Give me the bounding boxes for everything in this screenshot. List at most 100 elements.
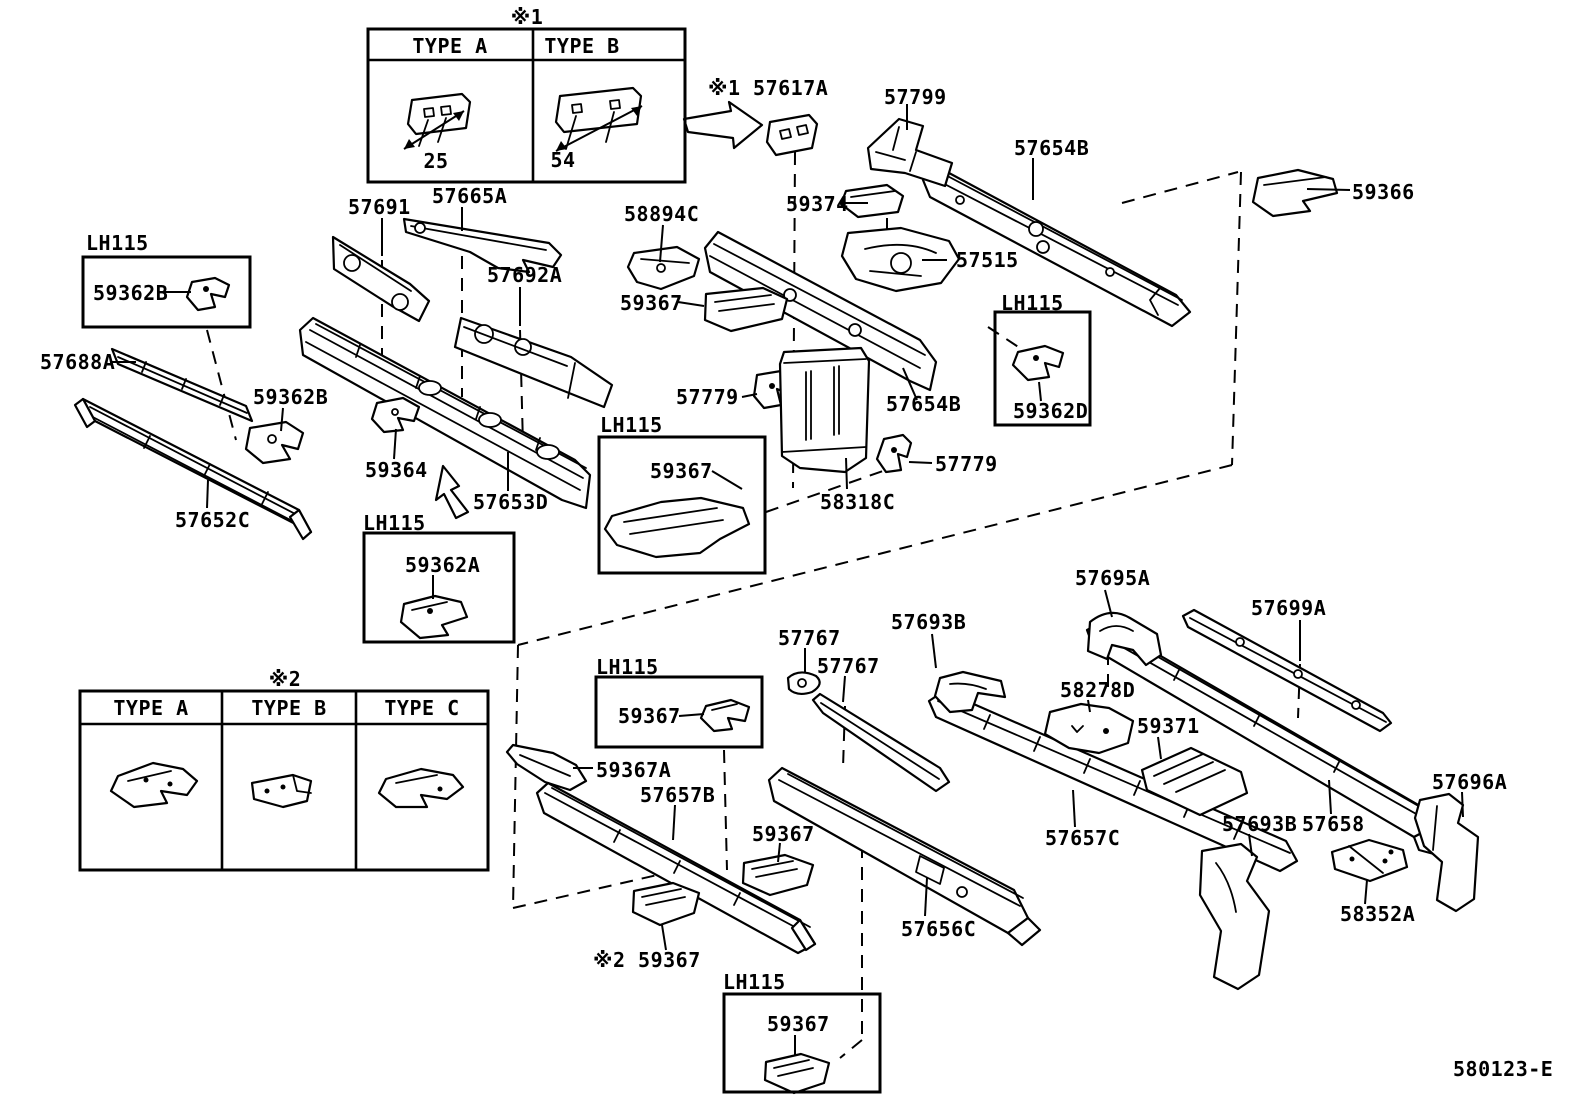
inset-box-59367-upper: [597, 435, 767, 575]
projection-line: [517, 464, 1233, 646]
part-57657C-drawing: [927, 689, 1299, 873]
part-label-59367A: 59367A: [596, 758, 671, 782]
leader-line: [902, 367, 918, 401]
frames: ※1 TYPE A TYPE B 25 54 ※2 TYPE A TYPE B …: [78, 5, 1092, 1094]
part-58894C-drawing: [626, 245, 701, 291]
leader-line: [280, 407, 284, 432]
leader-line: [1364, 879, 1368, 905]
part-label-59374: 59374: [786, 192, 849, 216]
part-label-57658: 57658: [1302, 812, 1365, 836]
leader-line: [1306, 188, 1351, 191]
part-57699A-drawing: [1181, 608, 1393, 733]
table2-typeA-bracket-drawing: [109, 761, 199, 809]
part-57799-drawing: [866, 117, 954, 188]
part-59367A-drawing: [505, 743, 588, 792]
part-label-57695A: 57695A: [1075, 566, 1150, 590]
table1-header-typeB: TYPE B: [544, 34, 619, 58]
projection-line: [519, 329, 524, 446]
part-label-59367: 59367: [767, 1012, 830, 1036]
part-57779-rear-drawing: [875, 433, 913, 474]
part-59366-drawing: [1251, 168, 1339, 218]
projection-line: [765, 464, 901, 513]
leader-line: [777, 842, 781, 863]
part-label-57652C: 57652C: [175, 508, 250, 532]
part-label-59362B: 59362B: [253, 385, 328, 409]
table2-mark: ※2: [269, 667, 301, 691]
leader-line: [1248, 833, 1253, 857]
part-label-59362A: 59362A: [405, 553, 480, 577]
part-drawings: [73, 86, 1480, 1095]
table2-typeB-bracket-drawing: [250, 773, 313, 809]
part-label-57665A: 57665A: [432, 184, 507, 208]
part-57617A-drawing: [765, 113, 819, 157]
part-label-LH115: LH115: [86, 231, 149, 255]
part-label-LH115: LH115: [723, 970, 786, 994]
type-table-2: ※2 TYPE A TYPE B TYPE C: [78, 667, 490, 872]
part-59367-mid-drawing: [741, 853, 815, 897]
part-label-57692A: 57692A: [487, 263, 562, 287]
part-57693B-front-drawing: [933, 670, 1007, 714]
part-label-59362D: 59362D: [1013, 399, 1088, 423]
part-label-LH115: LH115: [596, 655, 659, 679]
part-label-57767: 57767: [778, 626, 841, 650]
part-58278D-drawing: [1043, 702, 1135, 755]
leader-line: [206, 479, 209, 509]
leader-line: [845, 457, 848, 490]
part-label-157617A: ※1 57617A: [708, 76, 828, 100]
part-57693B-rear-drawing: [1198, 842, 1271, 991]
table1-frame: [366, 27, 687, 184]
leader-line: [908, 461, 933, 464]
part-label-57515: 57515: [956, 248, 1019, 272]
part-label-59371: 59371: [1137, 714, 1200, 738]
up-arrow-mark: [434, 464, 470, 520]
part-label-58278D: 58278D: [1060, 678, 1135, 702]
part-label-59367: 59367: [650, 459, 713, 483]
inset-box-59362B: [81, 255, 252, 329]
part-label-57654B: 57654B: [886, 392, 961, 416]
part-58318C-drawing: [778, 346, 871, 474]
part-label-57779: 57779: [935, 452, 998, 476]
table2-frame: [78, 689, 490, 872]
inset-box-59362A: [362, 531, 516, 644]
part-label-57693B: 57693B: [1222, 812, 1297, 836]
callout-arrow-57617A: [682, 100, 764, 150]
leader-line: [393, 428, 397, 460]
part-label-LH115: LH115: [363, 511, 426, 535]
part-label-58894C: 58894C: [624, 202, 699, 226]
table2-typeC-bracket-drawing: [377, 767, 465, 809]
table2-header-typeB: TYPE B: [251, 696, 326, 720]
part-label-57654B: 57654B: [1014, 136, 1089, 160]
part-label-57696A: 57696A: [1432, 770, 1507, 794]
part-label-59367: 59367: [752, 822, 815, 846]
leader-line: [924, 877, 928, 917]
projection-line: [1121, 171, 1239, 204]
part-59364-drawing: [370, 396, 421, 434]
part-57691-drawing: [331, 235, 431, 323]
leader-line: [672, 804, 676, 841]
part-label-LH115: LH115: [1001, 291, 1064, 315]
part-label-59367: 59367: [620, 291, 683, 315]
leader-line: [1461, 791, 1464, 818]
inset-box-59367-mid: [594, 675, 764, 749]
part-57657B-drawing: [535, 781, 817, 955]
part-label-57699A: 57699A: [1251, 596, 1326, 620]
part-label-259367: ※2 59367: [593, 948, 701, 972]
part-label-57693B: 57693B: [891, 610, 966, 634]
table1-typeB-plate-drawing: [554, 86, 643, 152]
leader-line: [1038, 381, 1042, 402]
leader-line: [1087, 699, 1091, 713]
part-label-57657C: 57657C: [1045, 826, 1120, 850]
part-59374-drawing: [839, 183, 905, 219]
part-label-57656C: 57656C: [901, 917, 976, 941]
table1-dim-typeB: 54: [550, 148, 575, 172]
part-label-57653D: 57653D: [473, 490, 548, 514]
inset-59362A-bracket-drawing: [399, 594, 469, 640]
leader-line: [931, 633, 937, 669]
part-59367-plate-drawing: [703, 286, 789, 333]
part-59367-note2-drawing: [631, 881, 701, 927]
table1-dim-typeA: 25: [423, 149, 448, 173]
part-label-57688A: 57688A: [40, 350, 115, 374]
part-57767-grommet-drawing: [786, 671, 821, 696]
leader-line: [711, 470, 743, 490]
table1-typeA-plate-drawing: [403, 92, 472, 150]
